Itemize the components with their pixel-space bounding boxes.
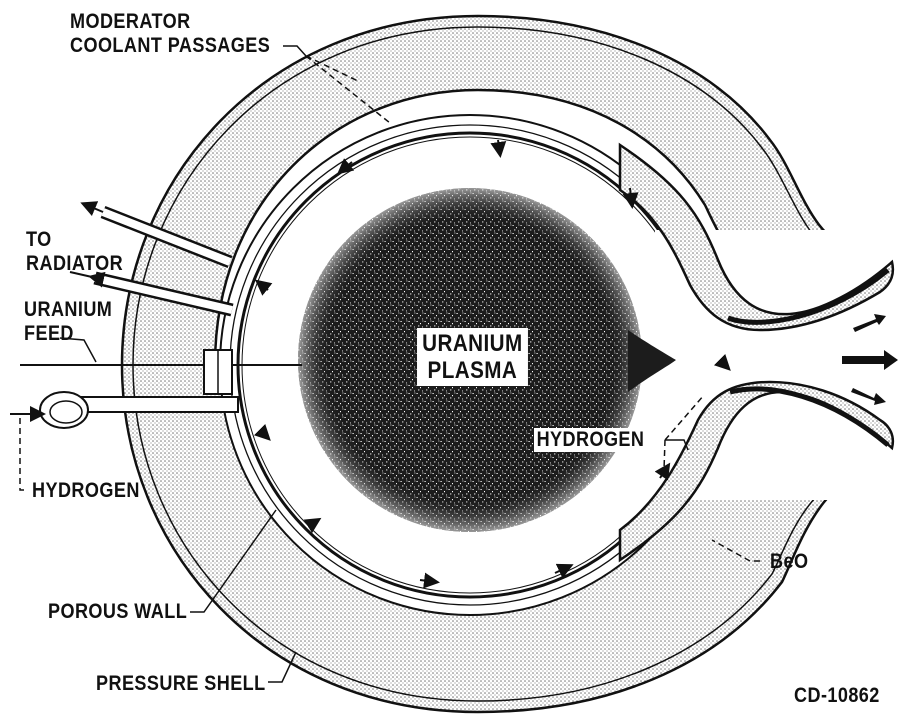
hydrogen-inlet-label: HYDROGEN (32, 479, 140, 503)
to-radiator-line2: RADIATOR (26, 252, 123, 276)
moderator-label-line1: MODERATOR (70, 10, 270, 34)
moderator-coolant-label: MODERATOR COOLANT PASSAGES (70, 10, 270, 58)
figure-code: CD-10862 (794, 684, 880, 708)
plasma-label-line1: URANIUM (422, 330, 522, 357)
porous-wall-label: POROUS WALL (48, 600, 187, 624)
to-radiator-label: TO RADIATOR (26, 228, 123, 276)
hydrogen-flow-label: HYDROGEN (534, 428, 647, 452)
plasma-label-line2: PLASMA (422, 357, 522, 384)
hydrogen-inlet-leader (20, 418, 28, 490)
beo-label: BeO (770, 550, 808, 574)
uranium-feed-line1: URANIUM (24, 298, 112, 322)
moderator-label-line2: COOLANT PASSAGES (70, 34, 270, 58)
uranium-feed-line2: FEED (24, 322, 112, 346)
pump-icon (10, 392, 88, 428)
to-radiator-line1: TO (26, 228, 123, 252)
uranium-feed-label: URANIUM FEED (24, 298, 112, 346)
uranium-plasma-label: URANIUM PLASMA (417, 328, 528, 386)
pressure-shell-label: PRESSURE SHELL (96, 672, 266, 696)
